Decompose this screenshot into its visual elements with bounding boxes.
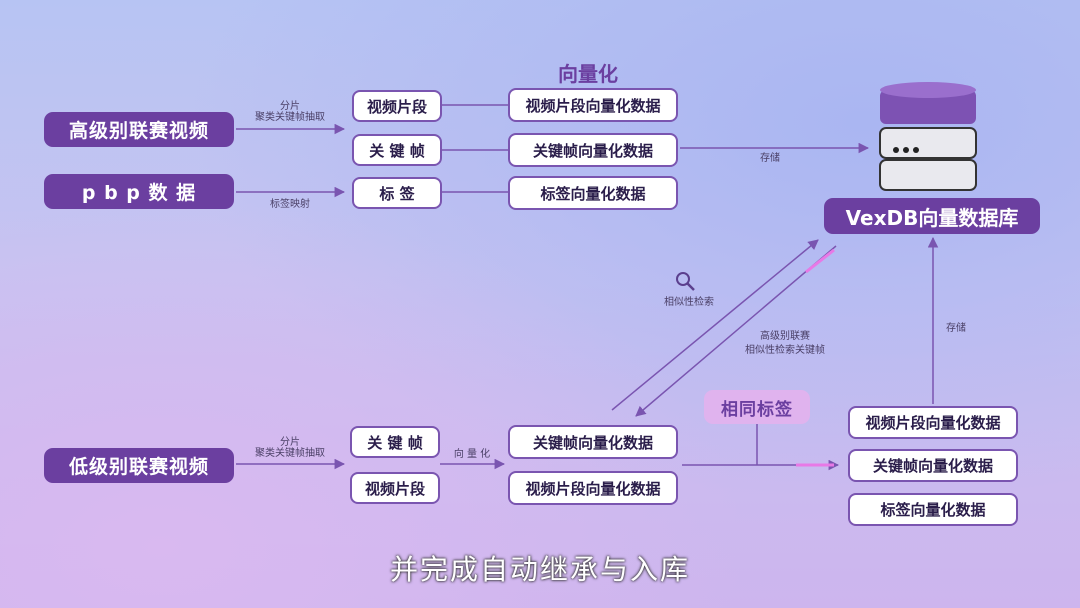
vexdb-label: VexDB向量数据库 [824,198,1040,234]
bottom-key-frame-box: 关 键 帧 [350,426,440,458]
arrow-search-up [611,239,819,411]
edge-label-store-top: 存储 [760,153,780,164]
high-league-video: 高级别联赛视频 [44,112,234,147]
output-key-frame-vec: 关键帧向量化数据 [848,449,1018,482]
key-frame-vec-box: 关键帧向量化数据 [508,133,678,167]
edge-label-tag-map: 标签映射 [270,199,310,210]
low-league-video: 低级别联赛视频 [44,448,234,483]
subtitle: 并完成自动继承与入库 [389,553,690,586]
vectorize-title: 向量化 [558,62,618,86]
tag-vec-box: 标签向量化数据 [508,176,678,210]
pink-highlight-line [805,248,835,274]
bottom-video-segment-box: 视频片段 [350,472,440,504]
bottom-video-segment-vec-box: 视频片段向量化数据 [508,471,678,505]
edge-label-extract-top: 聚类关键帧抽取 [255,112,325,123]
edge-label-store-right: 存储 [946,323,966,334]
bottom-key-frame-vec-box: 关键帧向量化数据 [508,425,678,459]
output-tag-vec: 标签向量化数据 [848,493,1018,526]
tag-box: 标 签 [352,177,442,209]
edge-label-vectorize-bottom: 向 量 化 [453,449,491,460]
video-segment-box: 视频片段 [352,90,442,122]
edge-label-high-league-2: 相似性检索关键帧 [745,345,825,356]
edge-label-split-bottom: 分片 [280,437,300,448]
video-segment-vec-box: 视频片段向量化数据 [508,88,678,122]
arrow-search-down [635,245,837,417]
key-frame-box: 关 键 帧 [352,134,442,166]
edge-label-high-league-1: 高级别联赛 [760,331,810,342]
database-icon [879,82,977,191]
pbp-data: p b p 数 据 [44,174,234,209]
search-icon [676,272,695,291]
output-video-segment-vec: 视频片段向量化数据 [848,406,1018,439]
same-tag-badge: 相同标签 [704,390,810,424]
edge-label-split-top: 分片 [280,101,300,112]
edge-label-extract-bottom: 聚类关键帧抽取 [255,448,325,459]
edge-label-similar-search: 相似性检索 [664,297,714,308]
